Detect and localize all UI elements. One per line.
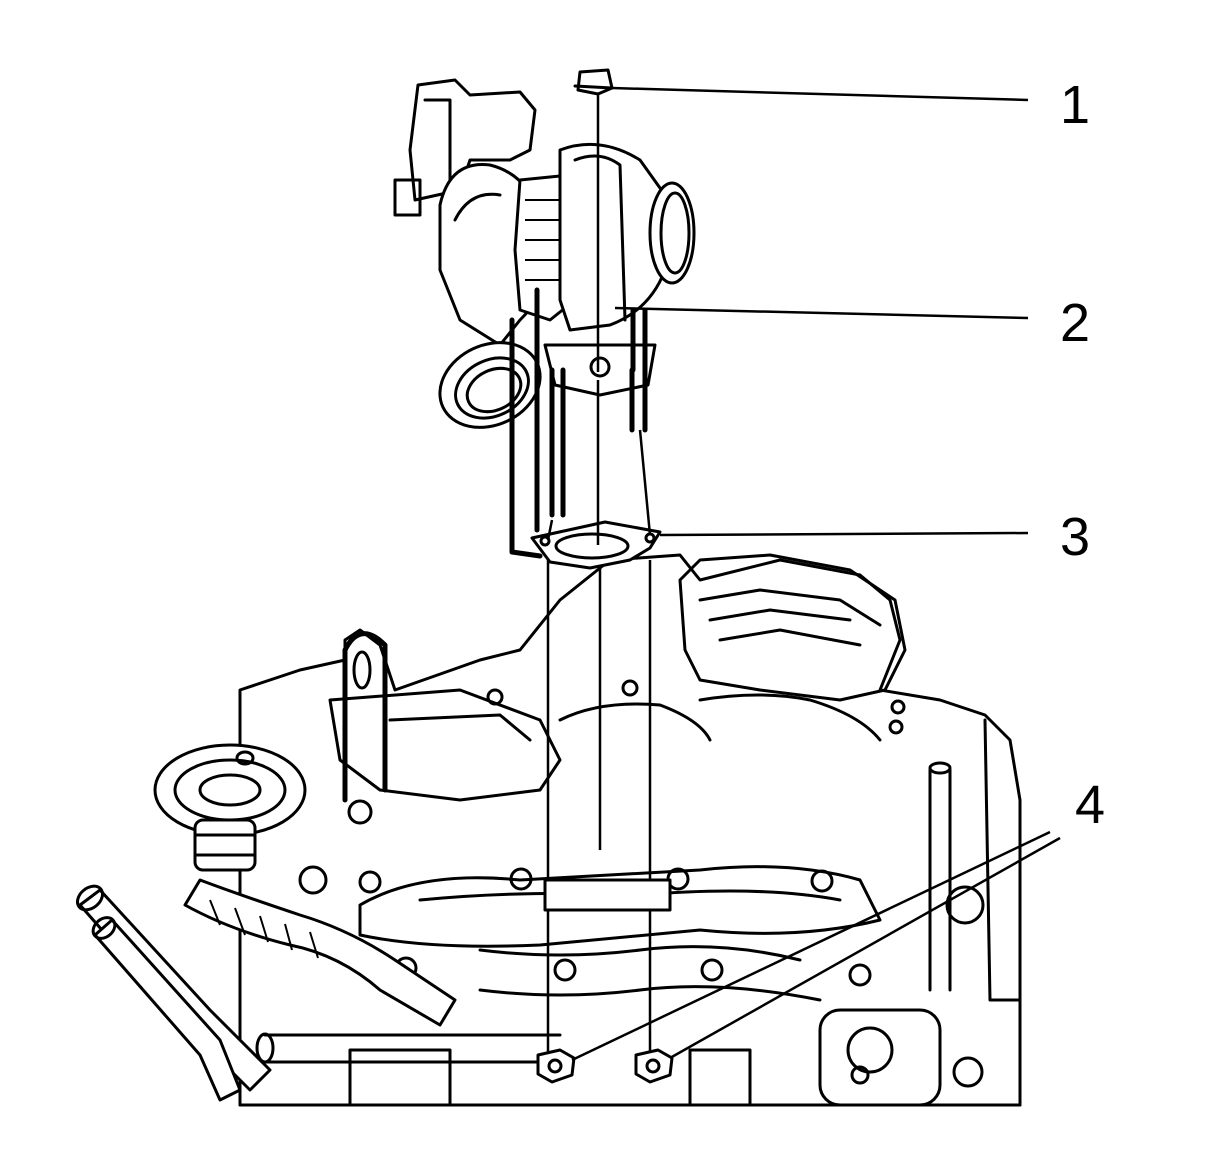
turbocharger xyxy=(393,78,696,559)
engine-assembly xyxy=(75,553,1022,1107)
flange-nut xyxy=(573,68,614,96)
callout-4-label: 4 xyxy=(1075,775,1106,835)
leader-4b xyxy=(669,836,1061,1060)
callout-1-label: 1 xyxy=(1060,75,1091,135)
leader-4a xyxy=(571,830,1051,1062)
mounting-bolts xyxy=(536,1048,674,1084)
leader-1 xyxy=(611,86,1029,102)
installation-guide-lines xyxy=(543,95,672,1055)
leader-2 xyxy=(614,306,1029,320)
gasket xyxy=(530,520,662,570)
callout-3-label: 3 xyxy=(1060,507,1091,567)
leader-3 xyxy=(659,531,1029,537)
callout-2-label: 2 xyxy=(1060,293,1091,353)
callout-leaders xyxy=(571,86,1061,1062)
